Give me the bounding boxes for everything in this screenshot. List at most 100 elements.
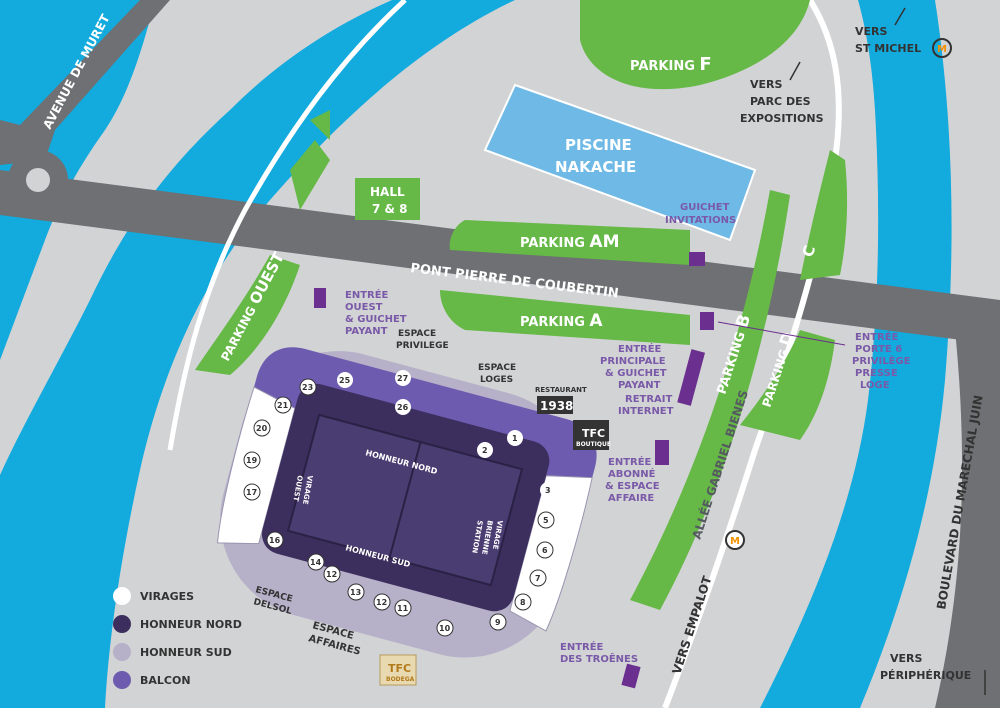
section-9: 9 — [489, 613, 507, 631]
left-river — [0, 0, 155, 360]
svg-text:9: 9 — [495, 618, 501, 627]
svg-text:6: 6 — [542, 546, 548, 555]
parking-d-area — [740, 330, 835, 440]
vers-parc-2: PARC DES — [750, 95, 811, 108]
abonne-label-2: ABONNÉ — [608, 467, 656, 480]
porte6-label-5: LOGE — [860, 380, 890, 391]
section-20: 20 — [253, 419, 271, 437]
guichet-label-2: INVITATIONS — [665, 215, 736, 226]
principale-label-1: ENTRÉE — [618, 342, 662, 355]
legend-swatch-honneur-sud — [113, 643, 131, 661]
roundabout-center — [26, 168, 50, 192]
porte6-label-1: ENTRÉE — [855, 330, 899, 343]
section-27: 27 — [395, 370, 411, 386]
svg-text:13: 13 — [350, 588, 361, 597]
hall-label-1: HALL — [370, 185, 405, 199]
legend-item-virages: VIRAGES — [113, 587, 194, 605]
piscine-label-2: NAKACHE — [555, 158, 636, 176]
ouest-label-3: & GUICHET — [345, 314, 407, 325]
section-25: 25 — [337, 372, 353, 388]
green-island-1 — [290, 140, 330, 210]
svg-text:23: 23 — [302, 383, 313, 392]
svg-text:17: 17 — [246, 488, 257, 497]
section-2: 2 — [477, 442, 493, 458]
arrow-parc-icon — [789, 61, 801, 81]
section-26: 26 — [395, 399, 411, 415]
svg-text:27: 27 — [397, 374, 408, 383]
svg-text:25: 25 — [339, 376, 351, 385]
espace-privilege-label-2: PRIVILEGE — [396, 341, 449, 351]
porte6-line — [717, 321, 846, 346]
parking-f-label: PARKING F — [630, 54, 712, 75]
right-river — [760, 0, 952, 708]
svg-text:3: 3 — [545, 486, 551, 495]
section-10: 10 — [436, 619, 454, 637]
legend-item-honneur-sud: HONNEUR SUD — [113, 643, 232, 661]
abonne-label-3: & ESPACE — [605, 481, 660, 492]
svg-text:12: 12 — [376, 598, 387, 607]
ouest-label-1: ENTRÉE — [345, 288, 389, 301]
section-5: 5 — [537, 511, 555, 529]
abonne-label-1: ENTRÉE — [608, 455, 652, 468]
svg-text:7: 7 — [535, 574, 541, 583]
parking-a-area — [440, 290, 690, 345]
vers-st-michel-2: ST MICHEL — [855, 42, 921, 55]
parking-c-area — [800, 150, 848, 280]
svg-text:11: 11 — [397, 604, 409, 613]
restaurant-label-2: 1938 — [540, 399, 573, 413]
legend-swatch-virages — [113, 587, 131, 605]
espace-privilege-label-1: ESPACE — [398, 329, 436, 339]
legend-item-balcon: BALCON — [113, 671, 191, 689]
guichet-marker — [689, 252, 705, 266]
tfc-bodega-label-2: BODEGA — [386, 676, 415, 683]
restaurant-sign — [537, 396, 573, 414]
legend-label-honneur-sud: HONNEUR SUD — [140, 646, 232, 659]
principale-label-2: PRINCIPALE — [600, 356, 666, 367]
troenes-label-1: ENTRÉE — [560, 640, 604, 653]
porte6-label-2: PORTE 6 — [855, 344, 902, 355]
white-paths — [662, 0, 842, 708]
arrow-st-michel-icon — [894, 7, 906, 26]
espace-loges-label-2: LOGES — [480, 375, 513, 385]
section-23: 23 — [299, 378, 317, 396]
parking-am-area — [449, 220, 690, 265]
tfc-boutique-label-1: TFC — [582, 427, 605, 440]
legend-label-balcon: BALCON — [140, 674, 191, 687]
guichet-label-1: GUICHET — [680, 202, 730, 213]
green-island-2 — [310, 110, 330, 140]
section-14: 14 — [307, 553, 325, 571]
svg-text:20: 20 — [256, 424, 268, 433]
svg-text:1: 1 — [512, 434, 518, 443]
left-river-lower — [0, 0, 515, 708]
section-13: 13 — [347, 583, 365, 601]
ouest-label-4: PAYANT — [345, 326, 388, 337]
seating-sections: 1 2 3 5 6 7 8 9 10 11 12 13 12 14 16 17 … — [243, 370, 556, 637]
svg-text:8: 8 — [520, 598, 526, 607]
parking-a-label: PARKING A — [520, 311, 603, 331]
metro-letter-st-michel: M — [937, 44, 947, 55]
section-12b: 12 — [323, 565, 341, 583]
section-8: 8 — [514, 593, 532, 611]
vers-peripherique-1: VERS — [890, 652, 922, 665]
legend-item-honneur-nord: HONNEUR NORD — [113, 615, 242, 633]
parking-b-area — [630, 190, 790, 610]
vers-parc-1: VERS — [750, 78, 782, 91]
svg-text:26: 26 — [397, 403, 409, 412]
principale-label-4: PAYANT — [618, 380, 661, 391]
hall-label-2: 7 & 8 — [372, 202, 408, 216]
principale-label-3: & GUICHET — [605, 368, 667, 379]
porte6-marker — [700, 312, 714, 330]
svg-text:12: 12 — [326, 570, 337, 579]
porte6-label-3: PRIVILÈGE — [852, 354, 911, 367]
metro-icon-st-michel — [932, 38, 952, 58]
white-path-left — [167, 0, 407, 451]
vers-st-michel-1: VERS — [855, 25, 887, 38]
metro-letter-empalot: M — [730, 536, 740, 547]
section-19: 19 — [243, 451, 261, 469]
svg-text:16: 16 — [269, 536, 281, 545]
svg-text:2: 2 — [482, 446, 488, 455]
section-16: 16 — [266, 531, 284, 549]
tfc-boutique-sign — [573, 420, 609, 450]
espace-loges-label-1: ESPACE — [478, 363, 516, 373]
